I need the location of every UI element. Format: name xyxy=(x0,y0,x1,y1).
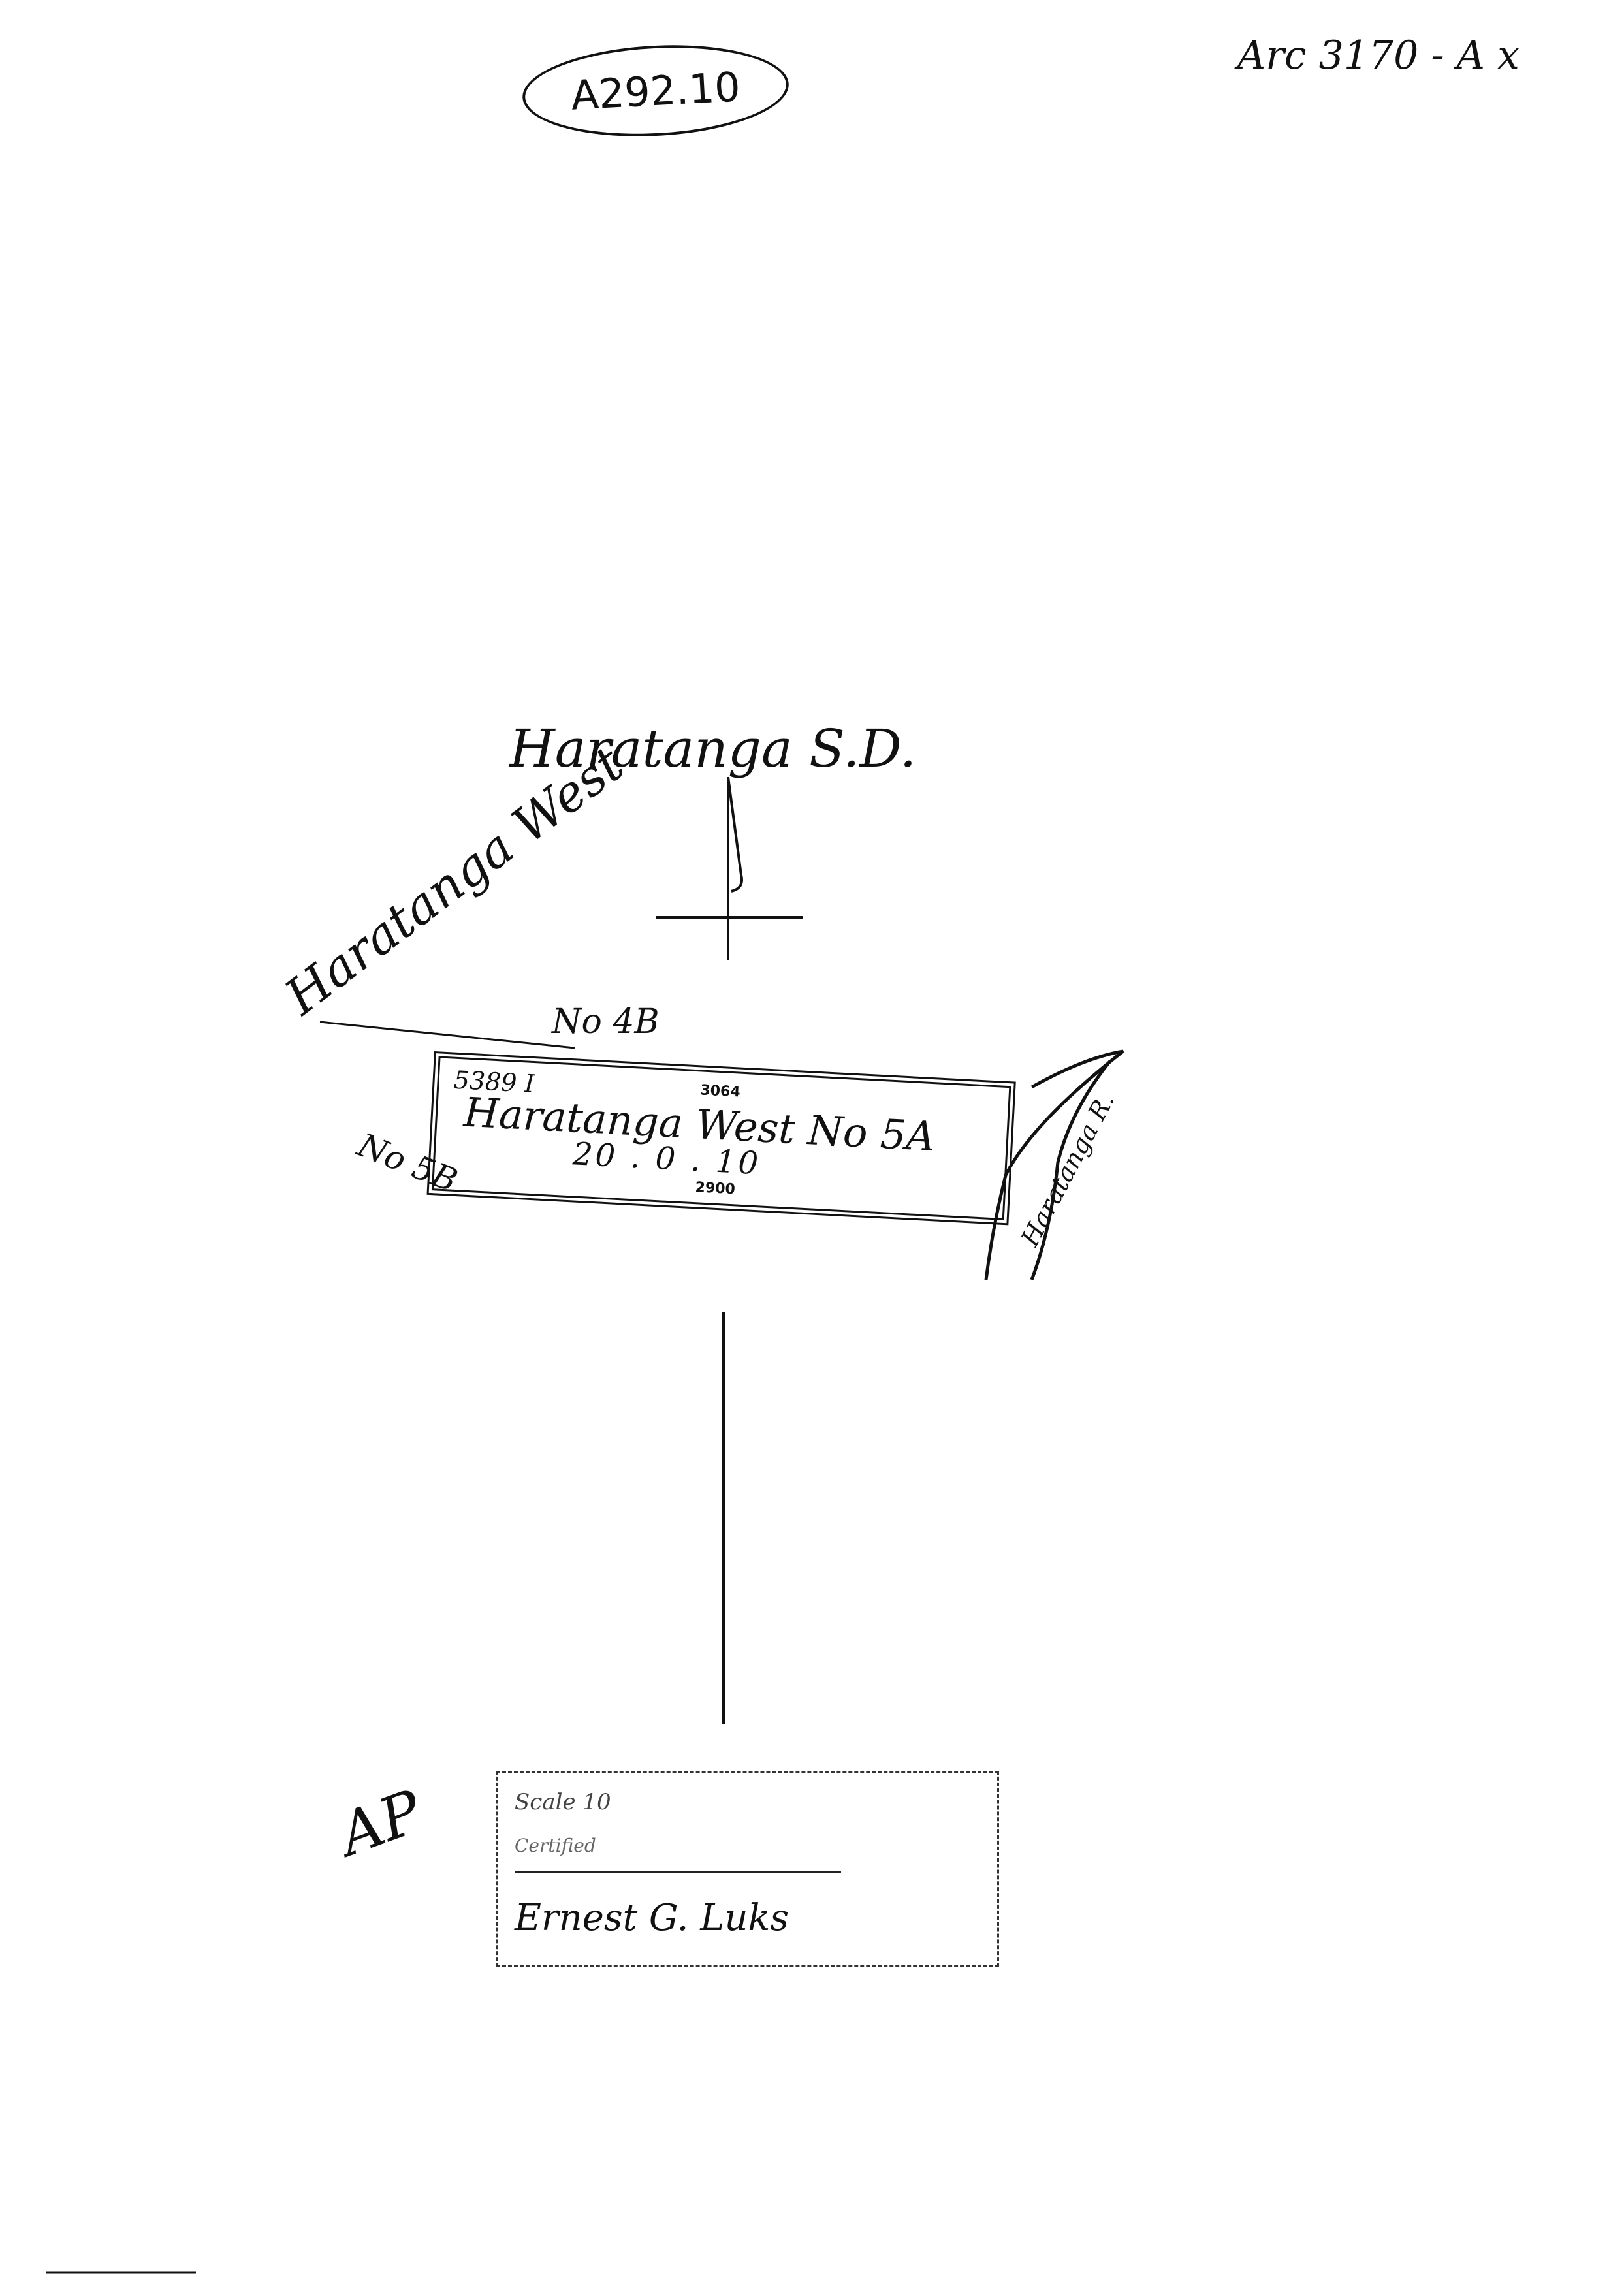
certification-stamp: Scale 10 Certified Ernest G. Luks xyxy=(496,1771,999,1967)
river-bank-east xyxy=(1030,1060,1111,1280)
parcel-side-length-bottom: 2900 xyxy=(694,1179,736,1198)
boundary-line-west xyxy=(319,1021,575,1049)
north-arrow-head xyxy=(727,776,743,893)
certificate-rule xyxy=(515,1871,841,1873)
river-bank-west xyxy=(984,1049,1124,1280)
parcel-boundary: 5389 I 3064 Haratanga West No 5A 20 . 0 … xyxy=(426,1051,1016,1226)
certificate-certified-line: Certified xyxy=(515,1835,596,1856)
adjacent-block-north-label: No 4B xyxy=(552,1002,660,1041)
parcel-side-length-top: 3064 xyxy=(699,1082,741,1101)
surveyor-signature: Ernest G. Luks xyxy=(515,1897,789,1939)
certificate-scale-line: Scale 10 xyxy=(515,1789,611,1815)
survey-district-title: Haratanga S.D. xyxy=(509,718,917,779)
document-reference: Arc 3170 - A x xyxy=(1237,33,1520,78)
oval-ref-text: A292.10 xyxy=(569,62,742,119)
